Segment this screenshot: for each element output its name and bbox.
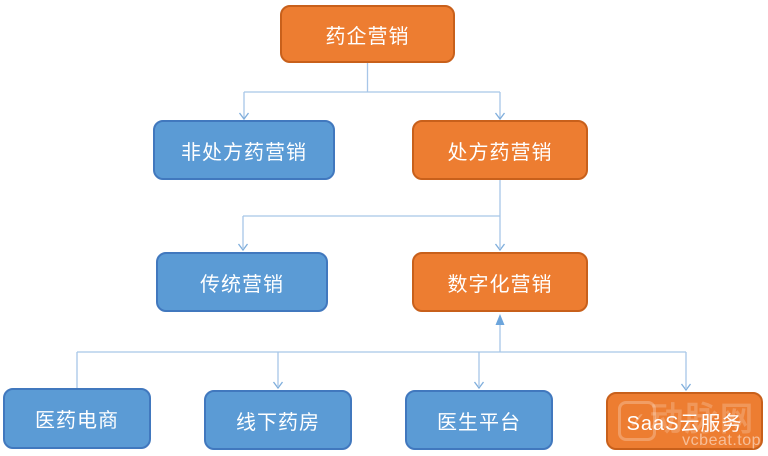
- connector-rx-to-level3: [242, 180, 501, 248]
- node-rx-marketing: 处方药营销: [412, 120, 588, 180]
- arrowheads-level2: [238, 112, 506, 121]
- connector-root-to-level2: [243, 63, 501, 118]
- node-offline-pharmacy: 线下药房: [204, 390, 352, 450]
- node-digital-marketing: 数字化营销: [412, 252, 588, 312]
- node-label: 非处方药营销: [181, 141, 307, 164]
- connector-bottom-bus: [76, 324, 687, 388]
- arrowhead-up-into-digital: [495, 314, 505, 325]
- node-label: 线下药房: [236, 411, 320, 434]
- node-label: 传统营销: [200, 273, 284, 296]
- node-saas-cloud-service: SaaS云服务: [606, 392, 763, 450]
- arrowheads-bottom: [272, 381, 692, 392]
- node-label: 药企营销: [325, 25, 410, 48]
- node-doctor-platform: 医生平台: [405, 390, 553, 450]
- node-pharma-ecommerce: 医药电商: [3, 388, 151, 449]
- arrowheads-level3: [237, 243, 506, 252]
- node-label: 医生平台: [437, 411, 521, 434]
- node-label: 数字化营销: [447, 273, 553, 296]
- node-label: SaaS云服务: [626, 412, 743, 435]
- node-traditional-marketing: 传统营销: [156, 252, 328, 312]
- node-label: 医药电商: [35, 410, 119, 432]
- node-otc-marketing: 非处方药营销: [153, 120, 335, 180]
- node-pharma-enterprise-marketing: 药企营销: [280, 5, 455, 63]
- node-label: 处方药营销: [447, 141, 553, 164]
